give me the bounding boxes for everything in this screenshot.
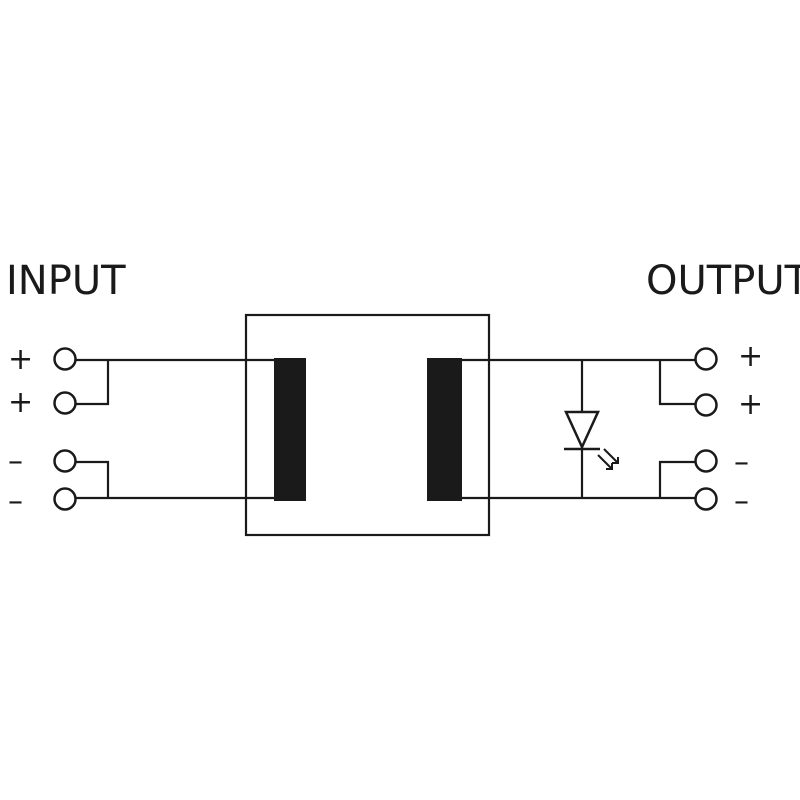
- input-sign-2: +: [8, 385, 33, 420]
- output-sign-2: +: [738, 387, 763, 422]
- isolation-housing: [244, 313, 491, 537]
- output-terminal-plus-1: [694, 347, 718, 371]
- primary-winding: [274, 358, 306, 501]
- input-label: INPUT: [6, 258, 126, 304]
- output-sign-1: +: [738, 339, 763, 374]
- output-terminal-minus-2: [694, 487, 718, 511]
- led-icon: [564, 410, 619, 470]
- input-sign-3: –: [8, 444, 23, 479]
- input-terminal-minus-1: [53, 449, 77, 473]
- output-label: OUTPUT: [646, 258, 800, 304]
- output-terminal-minus-1: [694, 449, 718, 473]
- input-sign-1: +: [8, 342, 33, 377]
- output-sign-4: –: [734, 484, 749, 519]
- input-sign-4: –: [8, 484, 23, 519]
- secondary-winding: [427, 358, 462, 501]
- input-terminal-plus-2: [53, 391, 77, 415]
- input-wiring: [76, 358, 275, 500]
- output-sign-3: –: [734, 445, 749, 480]
- input-terminal-plus-1: [53, 347, 77, 371]
- input-terminal-minus-2: [53, 487, 77, 511]
- output-terminal-plus-2: [694, 393, 718, 417]
